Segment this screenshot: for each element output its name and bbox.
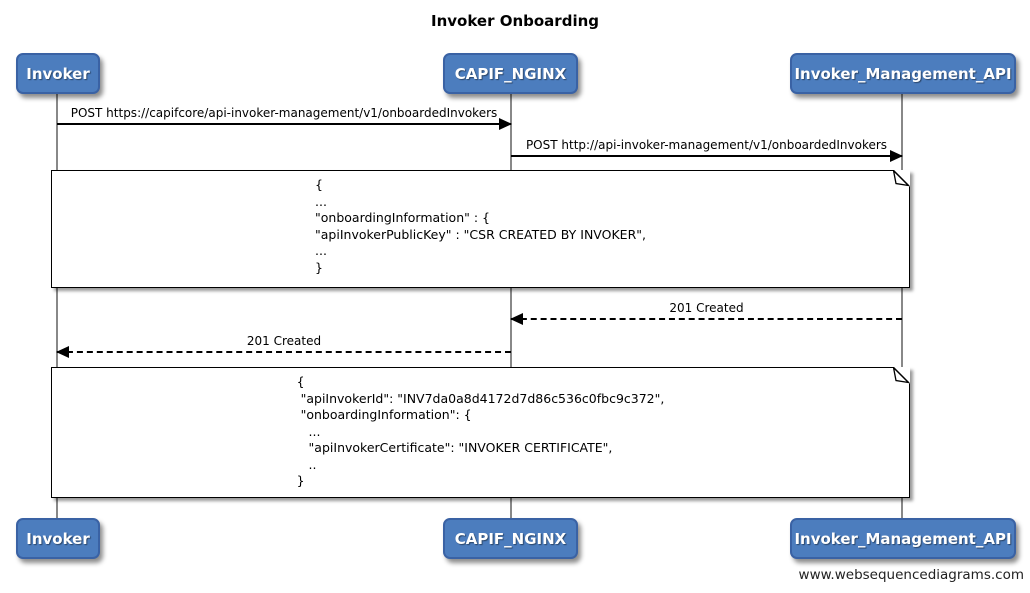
arrowhead-right-icon <box>499 118 512 130</box>
note-line: "onboardingInformation" : { <box>315 210 490 225</box>
message-line <box>57 123 511 125</box>
message-label: POST https://capifcore/api-invoker-manag… <box>70 106 498 120</box>
note-text: { "apiInvokerId": "INV7da0a8d4172d7d86c5… <box>297 374 665 490</box>
message-post-onboarded-invokers-https: POST https://capifcore/api-invoker-manag… <box>57 106 512 132</box>
actor-capif-nginx-top: CAPIF_NGINX <box>443 53 578 94</box>
arrowhead-left-icon <box>510 313 523 325</box>
message-201-created-to-invoker: 201 Created <box>56 334 511 360</box>
note-line: { <box>315 177 323 192</box>
lifeline-capif-nginx <box>510 94 512 518</box>
actor-label: Invoker <box>26 529 90 548</box>
note-line: "apiInvokerPublicKey" : "CSR CREATED BY … <box>315 226 646 242</box>
actor-label: Invoker_Management_API <box>794 529 1012 548</box>
message-post-onboarded-invokers-http: POST http://api-invoker-management/v1/on… <box>511 138 903 164</box>
note-line: ... <box>296 423 321 439</box>
message-label: 201 Created <box>669 301 744 315</box>
note-text: { ... "onboardingInformation" : { "apiIn… <box>315 177 646 276</box>
actor-label: Invoker_Management_API <box>794 64 1012 83</box>
message-line <box>57 351 511 353</box>
actor-label: CAPIF_NGINX <box>454 529 567 548</box>
note-onboarding-request-body: { ... "onboardingInformation" : { "apiIn… <box>51 170 910 288</box>
message-label: 201 Created <box>246 334 322 348</box>
note-line: { <box>296 374 305 389</box>
message-label: POST http://api-invoker-management/v1/on… <box>525 138 888 152</box>
note-line: "onboardingInformation": { <box>296 407 472 422</box>
arrowhead-left-icon <box>56 346 69 358</box>
note-fold-icon <box>893 170 910 187</box>
actor-invoker-top: Invoker <box>16 53 100 94</box>
arrowhead-right-icon <box>890 150 903 162</box>
message-line <box>511 318 902 320</box>
actor-capif-nginx-bottom: CAPIF_NGINX <box>443 518 578 559</box>
note-line: "apiInvokerId": "INV7da0a8d4172d7d86c536… <box>296 390 665 406</box>
note-line: ... <box>315 243 327 258</box>
diagram-title: Invoker Onboarding <box>431 12 599 30</box>
watermark: www.websequencediagrams.com <box>798 567 1024 583</box>
note-line: } <box>315 259 323 275</box>
actor-invoker-bottom: Invoker <box>16 518 100 559</box>
actor-invoker-management-api-bottom: Invoker_Management_API <box>790 518 1016 559</box>
message-201-created-to-capif: 201 Created <box>510 301 902 327</box>
note-line: .. <box>296 456 317 472</box>
note-fold-icon <box>893 367 910 384</box>
message-line <box>511 155 902 157</box>
lifeline-invoker <box>56 94 58 518</box>
note-line: } <box>296 473 305 488</box>
note-line: "apiInvokerCertificate": "INVOKER CERTIF… <box>296 440 613 455</box>
lifeline-invoker-management-api <box>901 94 903 518</box>
note-onboarding-response-body: { "apiInvokerId": "INV7da0a8d4172d7d86c5… <box>51 367 910 498</box>
note-line: ... <box>315 193 327 209</box>
actor-invoker-management-api-top: Invoker_Management_API <box>790 53 1016 94</box>
actor-label: Invoker <box>26 64 90 83</box>
actor-label: CAPIF_NGINX <box>454 64 567 83</box>
